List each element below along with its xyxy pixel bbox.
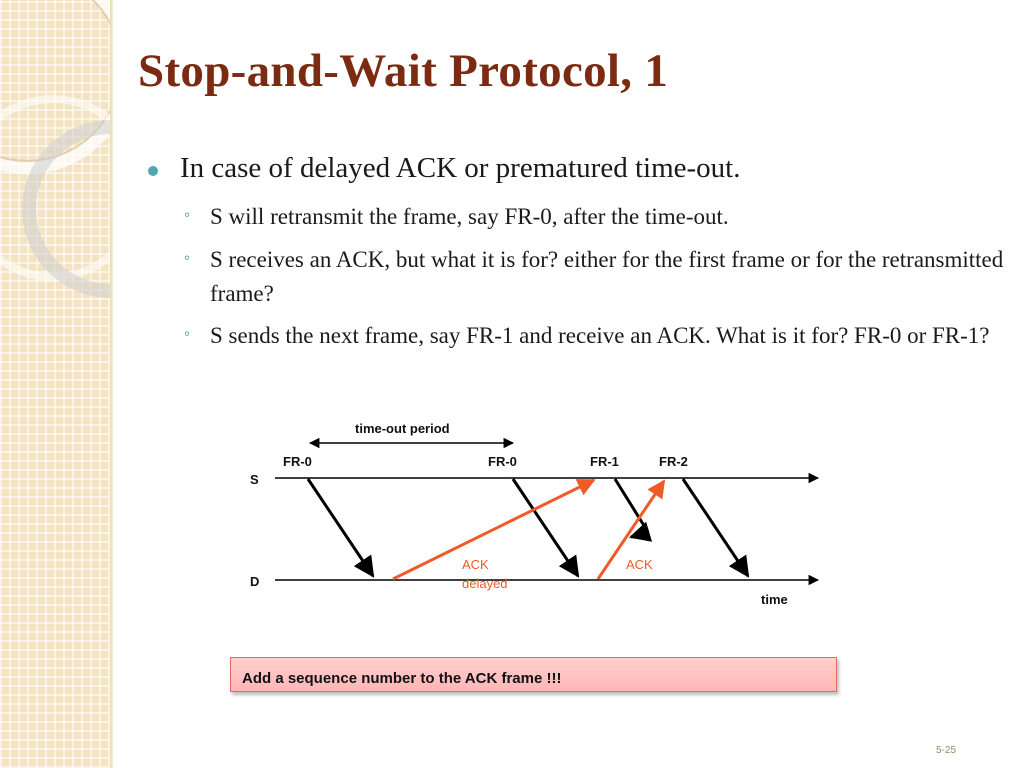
decorative-side-band [0, 0, 113, 768]
sub-bullet-circle-icon: ◦ [184, 248, 191, 267]
frame-arrow-fr1 [613, 478, 650, 533]
stop-and-wait-timing-diagram: time-out period S D time FR-0 FR-0 FR-1 … [250, 421, 820, 607]
time-axis-label: time [761, 592, 788, 607]
slide-title: Stop-and-Wait Protocol, 1 [138, 45, 669, 97]
slide-number: 5-25 [936, 745, 957, 756]
frame-arrow-fr0 [306, 478, 375, 578]
timeout-period-label: time-out period [355, 421, 450, 436]
sub-bullet-circle-icon: ◦ [184, 324, 191, 343]
receiver-label: D [250, 574, 259, 589]
bullet-dot-icon [148, 166, 158, 176]
ack-arrow [596, 479, 666, 580]
sub-bullet-text: S sends the next frame, say FR-1 and rec… [210, 323, 990, 348]
sender-label: S [250, 472, 259, 487]
sub-bullet-text: S will retransmit the frame, say FR-0, a… [210, 204, 729, 229]
frame-arrow-fr1-tail [628, 521, 653, 542]
ack-delayed-label: delayed [462, 576, 508, 591]
frame-label: FR-0 [283, 454, 312, 469]
frame-arrow-fr0-retransmit [511, 478, 580, 578]
sub-bullet-text: S receives an ACK, but what it is for? e… [210, 247, 1004, 306]
ack-label: ACK [626, 557, 653, 572]
frame-arrow-fr2 [681, 478, 750, 578]
ack-arrow-delayed [392, 478, 596, 581]
callout-text: Add a sequence number to the ACK frame !… [242, 670, 562, 687]
ack-delayed-label: ACK [462, 557, 489, 572]
main-bullet-text: In case of delayed ACK or prematured tim… [180, 152, 741, 184]
frame-label: FR-2 [659, 454, 688, 469]
sub-bullet-circle-icon: ◦ [184, 205, 191, 224]
callout-box: Add a sequence number to the ACK frame !… [230, 657, 837, 692]
frame-label: FR-0 [488, 454, 517, 469]
frame-label: FR-1 [590, 454, 619, 469]
